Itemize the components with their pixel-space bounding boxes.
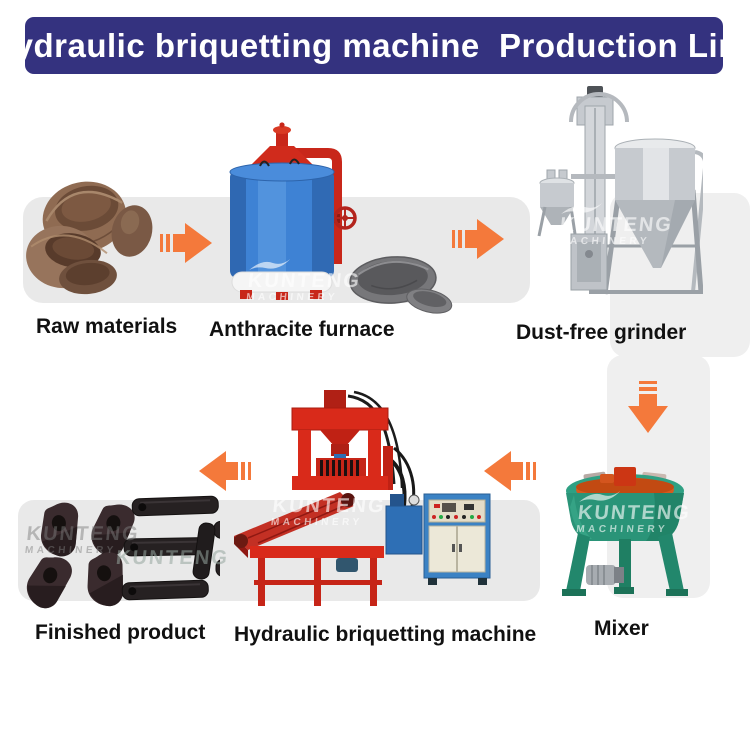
flow-arrow-left-1-icon	[484, 451, 536, 491]
label-dust-free-grinder: Dust-free grinder	[516, 321, 687, 344]
label-hydraulic-briquetting-machine: Hydraulic briquetting machine	[234, 623, 537, 646]
hydraulic-briquetting-machine-photo	[234, 390, 491, 606]
title-banner: Hydraulic briquetting machine Production…	[0, 17, 750, 74]
page-title: Hydraulic briquetting machine Production…	[0, 26, 750, 64]
mixer-photo	[562, 467, 688, 596]
label-raw-materials: Raw materials	[36, 315, 178, 338]
label-mixer: Mixer	[594, 617, 649, 640]
flow-arrow-left-2-icon	[199, 451, 251, 491]
anthracite-furnace-photo	[229, 122, 357, 300]
flow-arrow-right-2-icon	[452, 219, 504, 259]
anthracite-pans-photo	[349, 256, 453, 314]
label-finished-product: Finished product	[35, 621, 206, 644]
flow-arrow-right-1-icon	[160, 223, 212, 263]
dust-free-grinder-photo	[537, 86, 703, 295]
flow-arrow-down-icon	[628, 381, 668, 433]
raw-materials-photo	[26, 181, 153, 295]
label-anthracite-furnace: Anthracite furnace	[209, 318, 395, 341]
finished-product-photo	[21, 495, 220, 611]
